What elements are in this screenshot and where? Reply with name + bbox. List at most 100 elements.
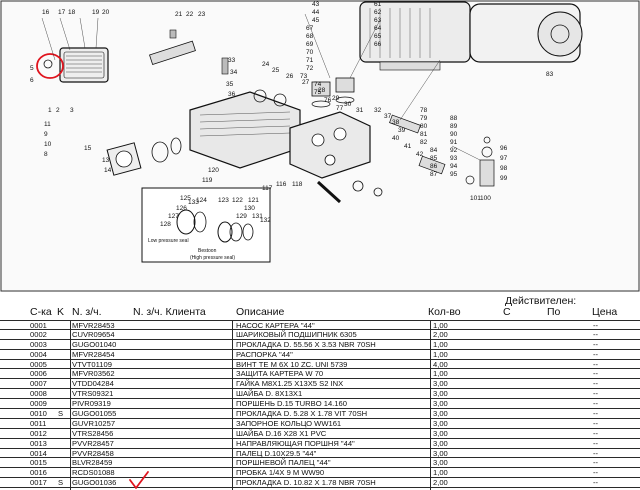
part-number-label: 45 xyxy=(312,17,320,24)
parts-table: С-ка K N. з/ч. N. з/ч. Клиента Описание … xyxy=(0,292,640,490)
cell-description: ШАЙБА D.16 X28 X1 PVC xyxy=(236,428,327,438)
cell-quantity: 1,00 xyxy=(433,369,448,379)
cell-part-code: PVVR28457 xyxy=(72,438,114,448)
part-number-label: 79 xyxy=(420,115,428,122)
cell-description: ШАРИКОВЫЙ ПОДШИПНИК 6305 xyxy=(236,329,357,339)
cell-price: -- xyxy=(593,468,599,478)
cell-number: 0005 xyxy=(30,359,47,369)
part-number-label: 34 xyxy=(230,69,238,76)
cell-part-code: RCDS01088 xyxy=(72,468,115,478)
part-number-label: 33 xyxy=(228,57,236,64)
part-number-label: 63 xyxy=(374,17,382,24)
cell-quantity: 1,00 xyxy=(433,349,448,359)
part-number-label: 22 xyxy=(186,11,194,18)
part-number-label: 124 xyxy=(196,197,207,204)
part-number-label: 9 xyxy=(44,131,48,138)
cell-description: ВИНТ TCEI 6X14 UNI 5931 xyxy=(236,488,330,490)
part-number-label: 95 xyxy=(450,171,458,178)
seal-callout-box: Low pressure seal Bestoon (High pressure… xyxy=(141,187,271,263)
column-divider xyxy=(70,320,71,490)
part-number-label: 61 xyxy=(374,1,382,8)
part-number-label: 24 xyxy=(262,61,270,68)
table-row[interactable]: 0012 VTRS28456 ШАЙБА D.16 X28 X1 PVC 3,00 -- xyxy=(0,429,640,439)
part-number-label: 44 xyxy=(312,9,320,16)
pump-body xyxy=(189,89,301,169)
part-number-label: 85 xyxy=(430,155,438,162)
cell-number: 0018 xyxy=(30,488,47,490)
column-divider xyxy=(232,320,233,490)
cell-description: НАСОС КАРТЕРА "44" xyxy=(236,321,315,330)
valve-assembly xyxy=(311,77,355,108)
part-number-label: 8 xyxy=(44,151,48,158)
check-mark-icon xyxy=(129,471,149,489)
cell-number: 0010 xyxy=(30,409,47,419)
part-number-label: 91 xyxy=(450,139,458,146)
part-number-label: 71 xyxy=(306,57,314,64)
part-number-label: 98 xyxy=(500,165,508,172)
table-row[interactable]: 0018VTVT01114ВИНТ TCEI 6X14 UNI 5931 xyxy=(0,488,640,490)
cell-quantity: 3,00 xyxy=(433,399,448,409)
cell-description: ПРОКЛАДКА D. 55.56 X 3.53 NBR 70SH xyxy=(236,339,376,349)
cell-quantity: 3,00 xyxy=(433,428,448,438)
part-number-label: 80 xyxy=(420,123,428,130)
cell-quantity: 4,00 xyxy=(433,359,448,369)
part-number-label: 15 xyxy=(84,145,92,152)
part-number-label: 67 xyxy=(306,25,314,32)
part-number-label: 19 xyxy=(92,9,100,16)
cell-number: 0009 xyxy=(30,399,47,409)
part-number-label: 128 xyxy=(160,221,171,228)
cell-quantity: 1,00 xyxy=(433,468,448,478)
cell-k-flag: S xyxy=(58,478,64,488)
part-number-label: 3 xyxy=(70,107,74,114)
cell-number: 0006 xyxy=(30,369,47,379)
cell-price: -- xyxy=(593,428,599,438)
cell-quantity: 3,00 xyxy=(433,379,448,389)
cell-part-code: VTRS28456 xyxy=(72,428,114,438)
cell-number: 0012 xyxy=(30,428,47,438)
cell-quantity: 3,00 xyxy=(433,409,448,419)
cell-quantity: 3,00 xyxy=(433,458,448,468)
leader-lines xyxy=(41,13,481,161)
cell-part-code: VTRS09321 xyxy=(72,389,114,399)
cell-k-flag: S xyxy=(58,409,64,419)
cell-price: -- xyxy=(593,321,599,330)
cell-quantity: 1,00 xyxy=(433,321,448,330)
part-number-label: 29 xyxy=(332,95,340,102)
part-number-label: 39 xyxy=(398,127,406,134)
header-k: K xyxy=(57,306,65,318)
part-number-label: 132 xyxy=(260,217,271,224)
header-price: Цена xyxy=(592,306,618,318)
part-number-label: 82 xyxy=(420,139,428,146)
part-number-label: 42 xyxy=(416,151,424,158)
part-number-label: 70 xyxy=(306,49,314,56)
header-to: По xyxy=(547,306,561,318)
header-client-code: N. з/ч. Клиента xyxy=(133,306,206,318)
part-number-label: 81 xyxy=(420,131,428,138)
header-quantity: Кол-во xyxy=(428,306,461,318)
part-number-label: 100 xyxy=(480,195,491,202)
header-c: С xyxy=(503,306,511,318)
cell-number: 0014 xyxy=(30,448,47,458)
cell-description: ЗАЩИТА КАРТЕРА W 70 xyxy=(236,369,324,379)
part-number-label: 118 xyxy=(292,181,303,188)
table-header: С-ка K N. з/ч. N. з/ч. Клиента Описание … xyxy=(0,292,640,322)
part-number-label: 62 xyxy=(374,9,382,16)
part-number-label: 121 xyxy=(248,197,259,204)
cell-number: 0011 xyxy=(30,418,47,428)
